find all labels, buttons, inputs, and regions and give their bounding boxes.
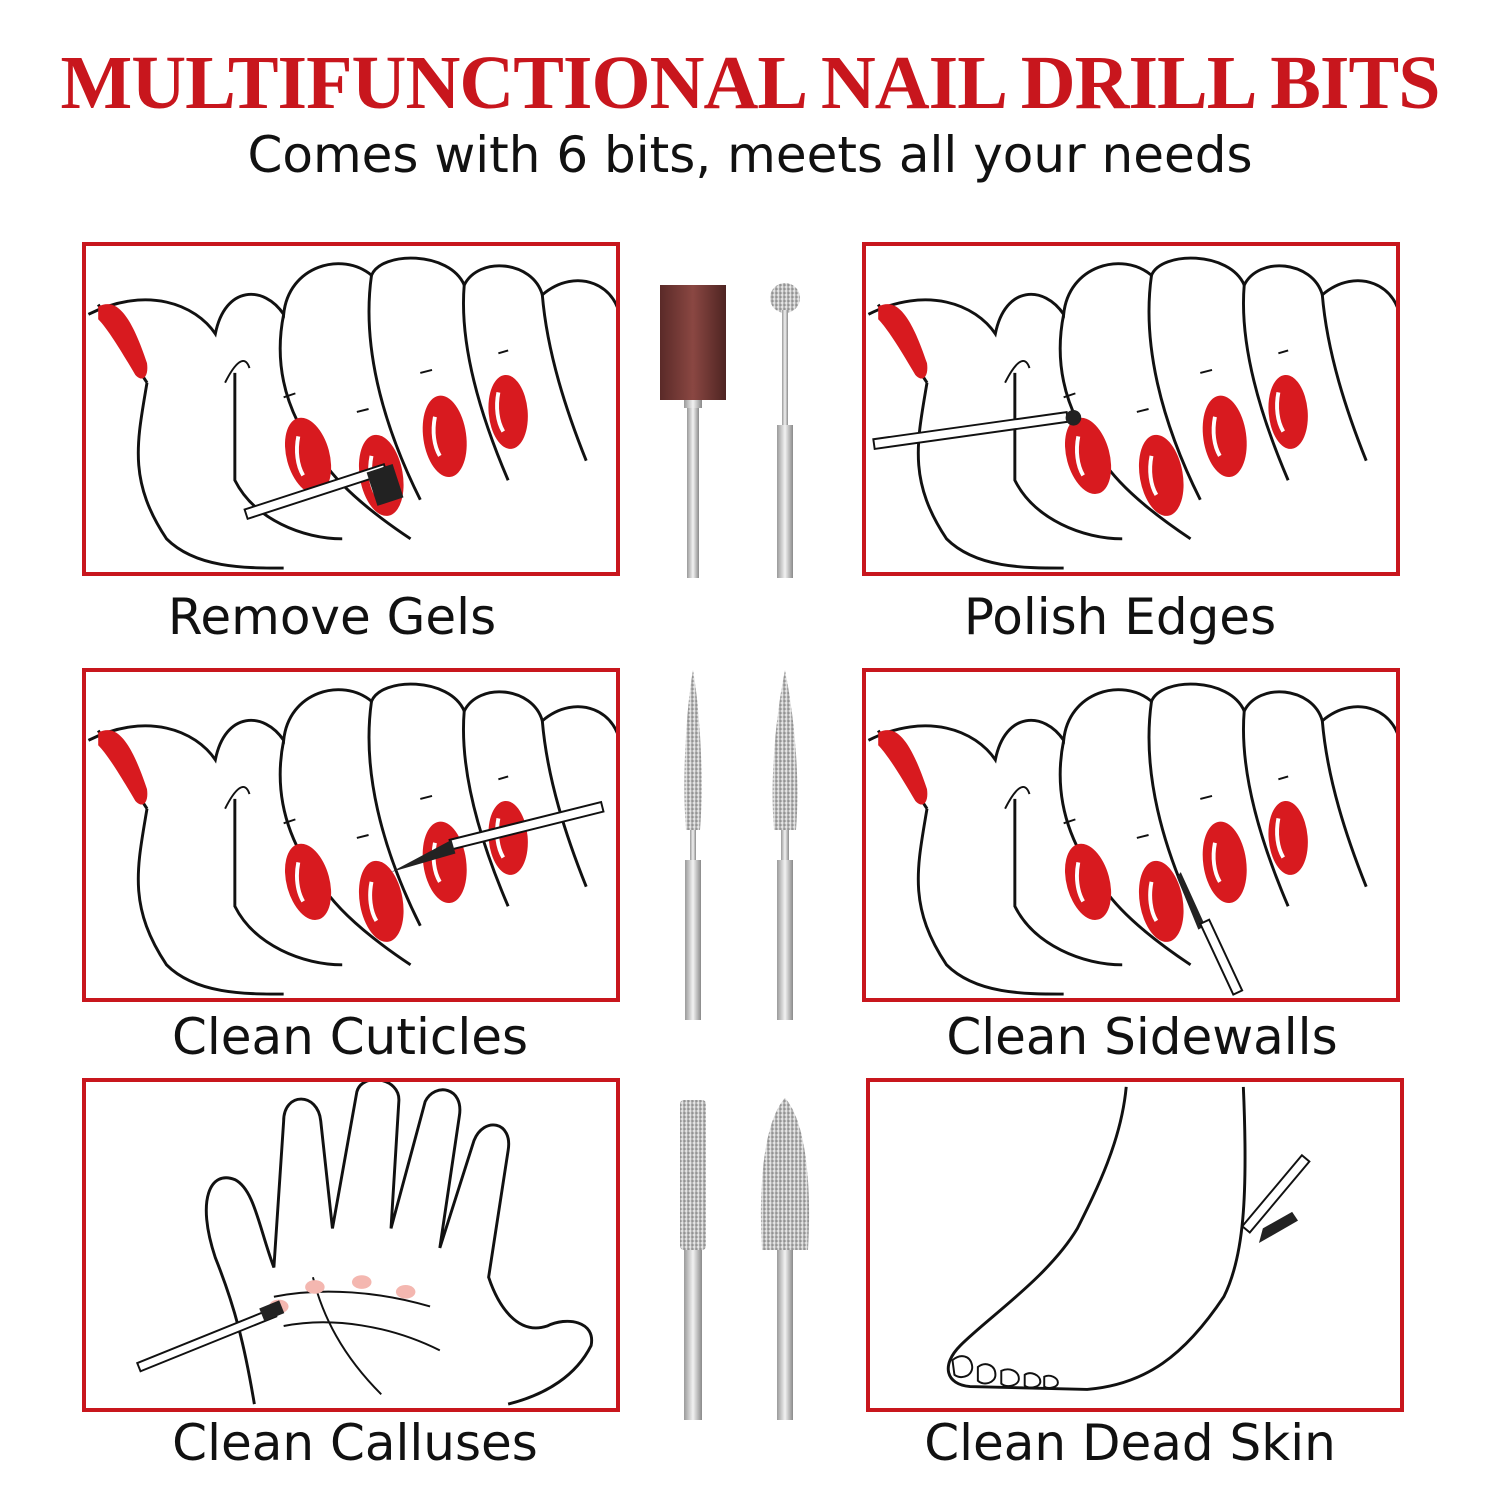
cone-diamond-bit-icon [760, 1098, 810, 1420]
caption-polish-edges: Polish Edges [963, 588, 1277, 646]
page-subtitle: Comes with 6 bits, meets all your needs [247, 126, 1253, 184]
use-panel-clean-calluses [82, 1078, 620, 1412]
caption-clean-sidewalls: Clean Sidewalls [946, 1008, 1338, 1066]
hand-with-sanding-band-icon [86, 256, 616, 571]
caption-clean-cuticles: Clean Cuticles [171, 1008, 529, 1066]
hand-with-cone-bit-icon [86, 682, 616, 997]
drill-bits-column [640, 240, 840, 1430]
page-title: MULTIFUNCTIONAL NAIL DRILL BITS [60, 41, 1441, 125]
caption-remove-gels: Remove Gels [167, 588, 497, 646]
use-panel-polish-edges [862, 242, 1400, 576]
hand-with-ball-bit-icon [866, 256, 1396, 571]
bullet-needle-bit-icon [772, 670, 798, 1020]
cylinder-diamond-bit-icon [680, 1100, 706, 1420]
hand-with-sidewall-bit-icon [866, 682, 1396, 997]
caption-clean-calluses: Clean Calluses [172, 1414, 538, 1472]
use-panel-clean-sidewalls [862, 668, 1400, 1002]
foot-with-bit-icon [946, 1086, 1311, 1391]
use-panel-clean-dead-skin [866, 1078, 1404, 1412]
needle-bit-icon [684, 670, 702, 1020]
use-panel-clean-cuticles [82, 668, 620, 1002]
sanding-band-bit-icon [660, 285, 726, 578]
palm-with-cylinder-bit-icon [135, 1082, 593, 1406]
ball-bit-icon [770, 283, 800, 578]
caption-clean-dead-skin: Clean Dead Skin [924, 1414, 1336, 1472]
use-panel-remove-gels [82, 242, 620, 576]
